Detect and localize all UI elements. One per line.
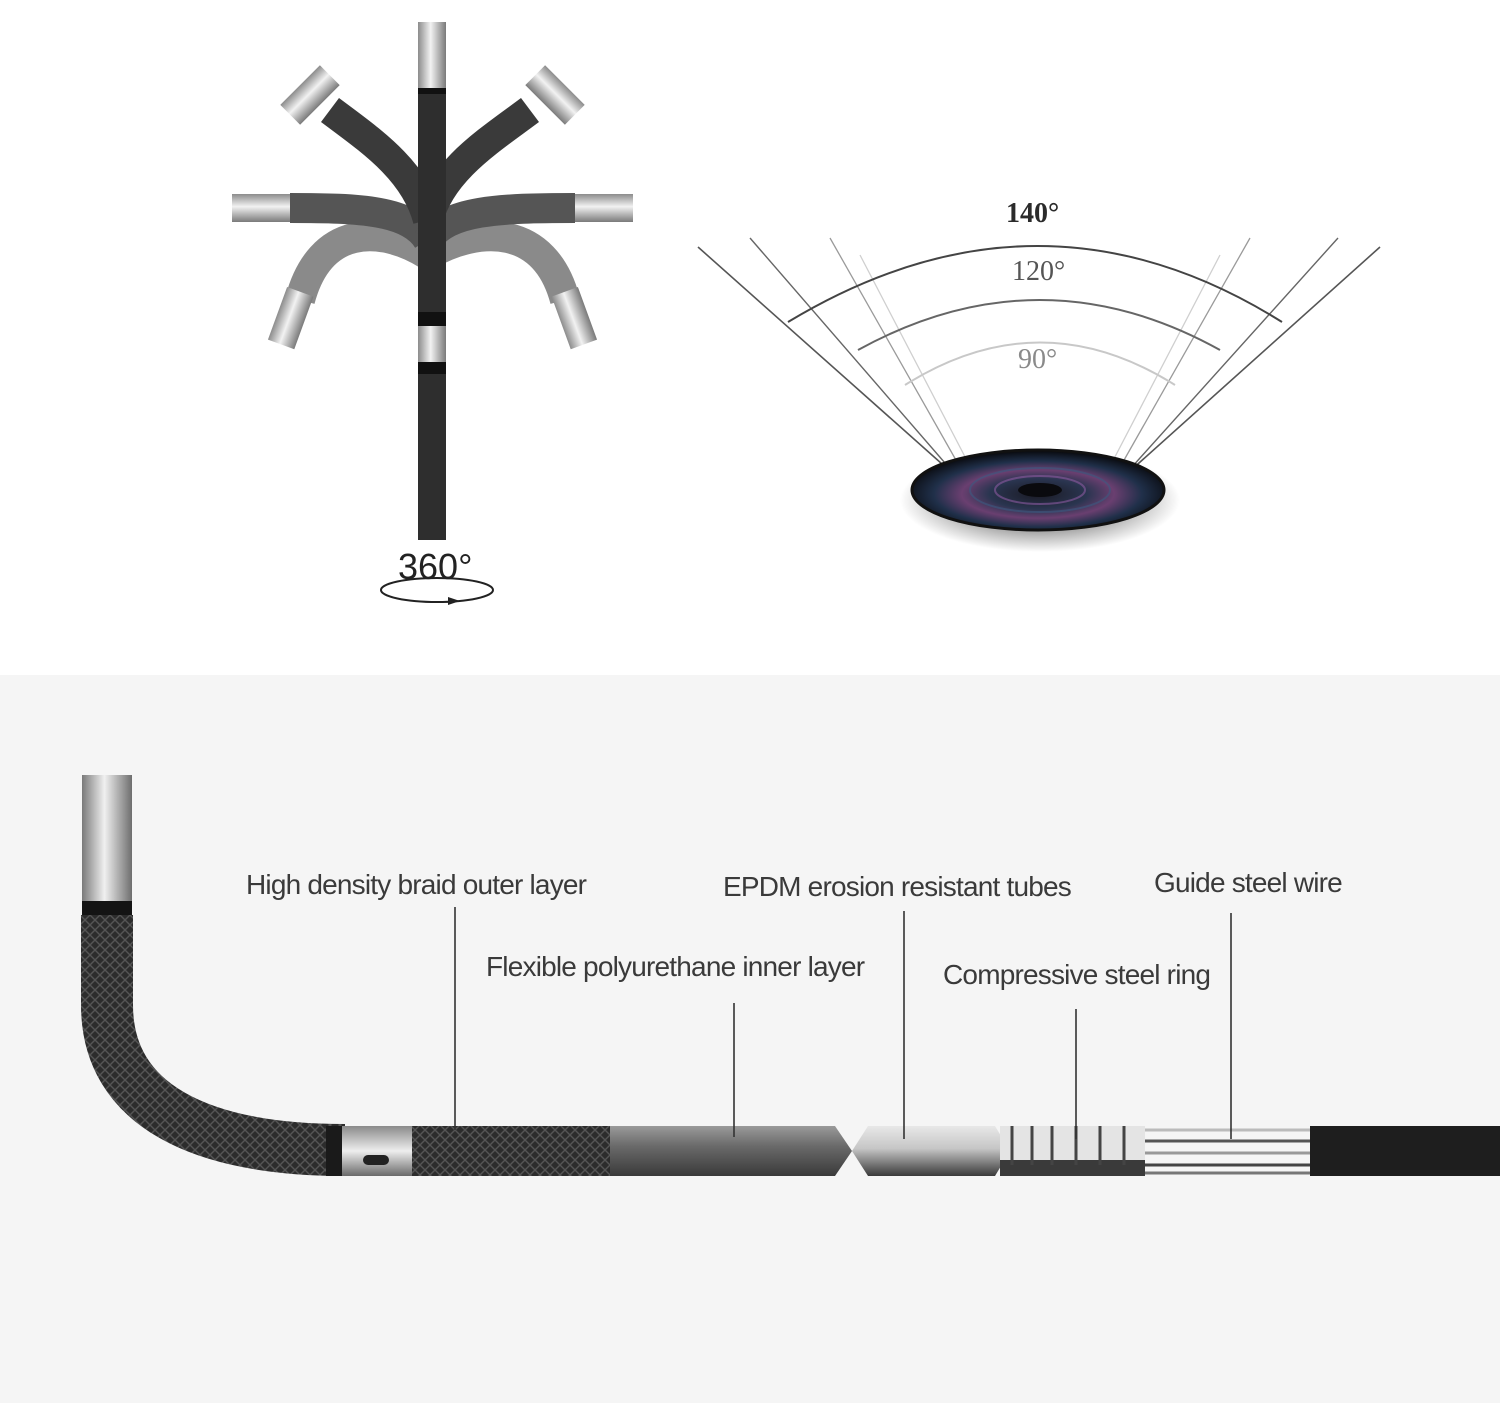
articulating-probe: [232, 22, 633, 540]
camera-lens-icon: [900, 448, 1180, 552]
label-epdm-tubes: EPDM erosion resistant tubes: [723, 871, 1072, 902]
label-compressive-steel-ring: Compressive steel ring: [943, 959, 1211, 990]
cable-structure-diagram: [81, 775, 1500, 1176]
field-of-view-diagram: [697, 237, 1381, 481]
top-panel: 360° 140° 120° 90°: [0, 0, 1500, 650]
camera-tip: [82, 775, 132, 903]
cable-structure-panel: High density braid outer layer EPDM eros…: [0, 675, 1500, 1403]
polyurethane-section: [610, 1126, 852, 1176]
fov-label-90: 90°: [1018, 344, 1058, 375]
label-polyurethane-inner-layer: Flexible polyurethane inner layer: [486, 951, 865, 982]
articulation-and-fov-illustration: [232, 22, 1381, 605]
label-guide-steel-wire: Guide steel wire: [1154, 867, 1343, 898]
epdm-section: [852, 1126, 1010, 1176]
fov-label-140: 140°: [1006, 198, 1060, 229]
compressive-ring-section: [1000, 1126, 1145, 1176]
guide-steel-wire-section: [1145, 1128, 1310, 1175]
rotation-angle-label: 360°: [398, 546, 473, 587]
label-braid-outer-layer: High density braid outer layer: [246, 869, 587, 900]
braid-outer-layer-section: [412, 1126, 610, 1176]
fov-label-120: 120°: [1012, 256, 1066, 287]
outer-cable-section: [1310, 1126, 1500, 1176]
braided-bend: [81, 915, 346, 1176]
rotation-arrow-icon: [380, 577, 494, 605]
steel-coupler: [340, 1126, 412, 1176]
